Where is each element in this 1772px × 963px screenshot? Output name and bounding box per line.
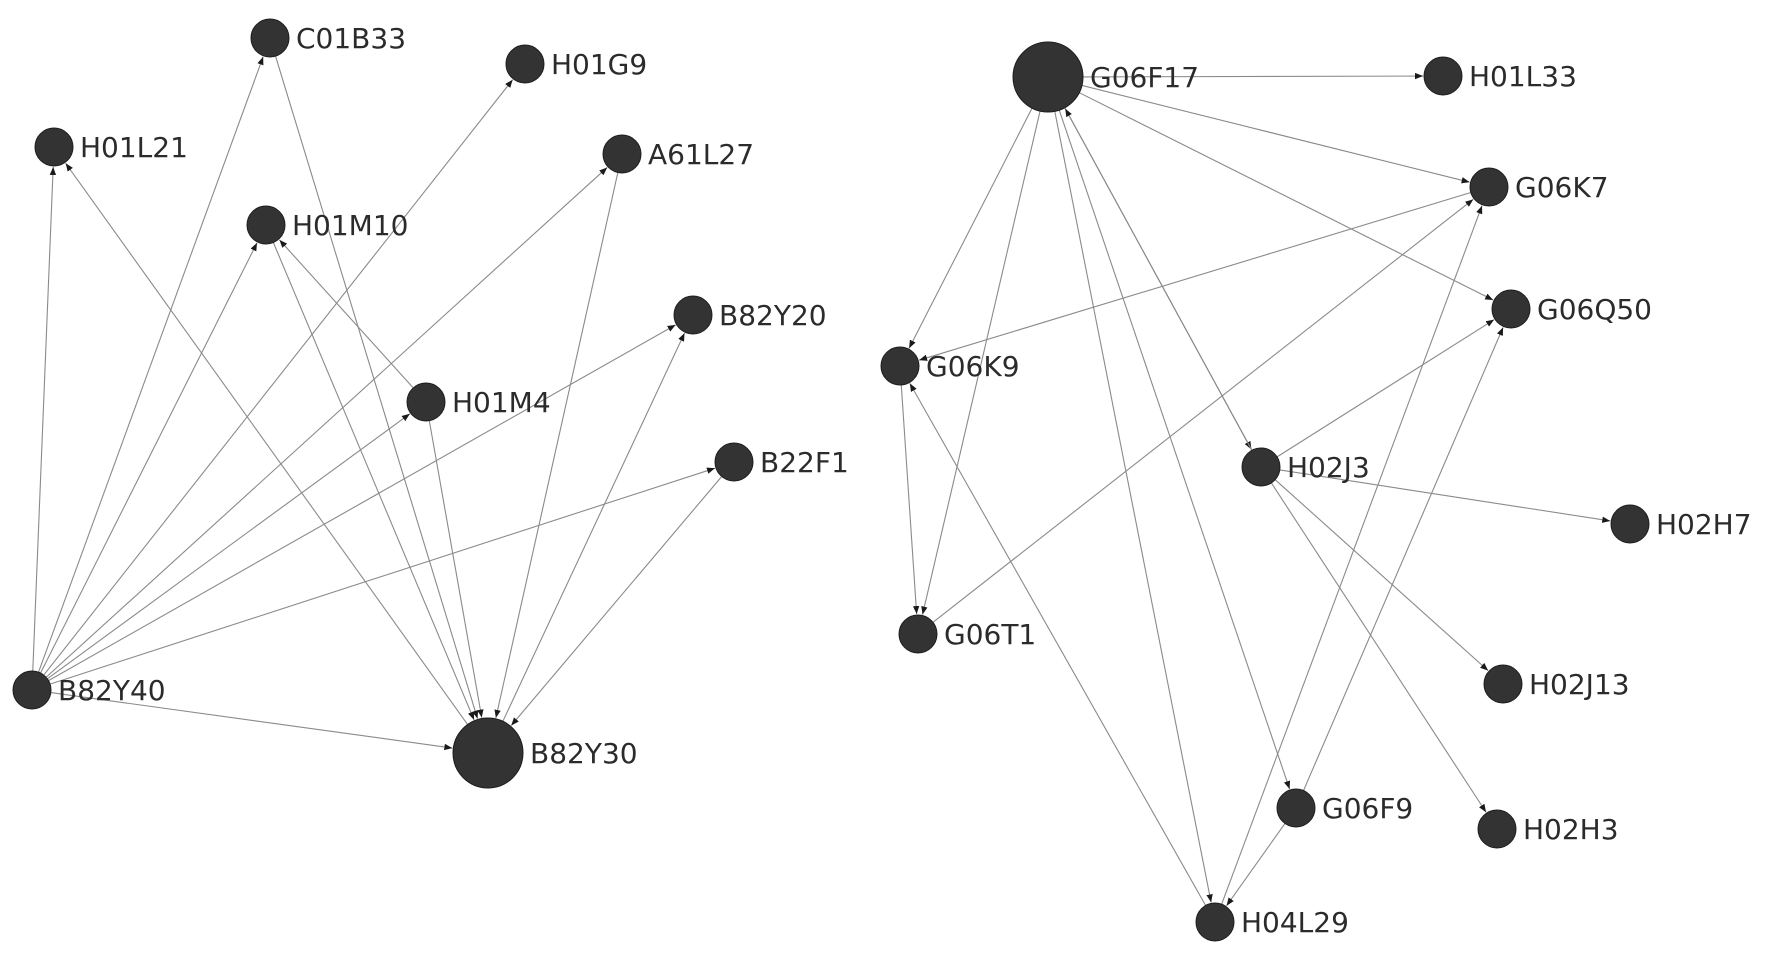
edge-b22f1-to-b82y30 [510, 476, 723, 726]
edge-b82y40-to-b22f1 [49, 467, 716, 685]
node-g06f9[interactable] [1276, 788, 1316, 828]
node-label-g06t1: G06T1 [944, 618, 1036, 651]
edge-h01m10-to-b82y30 [272, 242, 475, 721]
node-h02j13[interactable] [1483, 664, 1523, 704]
edge-b82y40-to-a61l27 [45, 167, 608, 678]
node-h01g9[interactable] [505, 44, 545, 84]
node-h01m10[interactable] [246, 205, 286, 245]
edge-g06f17-to-h04l29 [1054, 111, 1213, 903]
edge-h04l29-to-g06k9 [909, 383, 1207, 906]
node-label-h02j13: H02J13 [1529, 668, 1630, 701]
edge-g06f9-to-h04l29 [1226, 823, 1286, 907]
edge-g06t1-to-g06k7 [932, 198, 1474, 623]
edge-g06f9-to-g06q50 [1303, 327, 1504, 791]
node-b22f1[interactable] [714, 442, 754, 482]
edge-layer [32, 56, 1611, 907]
node-h01l21[interactable] [34, 127, 74, 167]
edge-b82y30-to-b82y20 [502, 332, 686, 722]
node-label-h01m10: H01M10 [292, 209, 408, 242]
node-b82y40[interactable] [12, 670, 52, 710]
edge-b82y40-to-b82y20 [48, 324, 676, 682]
edge-g06f17-to-g06t1 [921, 110, 1041, 615]
node-label-h01g9: H01G9 [551, 48, 647, 81]
node-h04l29[interactable] [1195, 902, 1235, 942]
edge-a61l27-to-b82y30 [494, 172, 619, 718]
edge-g06k9-to-g06t1 [900, 384, 920, 615]
node-h02h7[interactable] [1610, 504, 1650, 544]
edge-h02j3-to-h02h7 [1279, 469, 1611, 523]
node-b82y30[interactable] [452, 717, 524, 789]
node-label-g06q50: G06Q50 [1537, 293, 1652, 326]
edge-b82y40-to-b82y30 [50, 692, 453, 751]
edge-h02j3-to-h02h3 [1270, 482, 1487, 813]
node-g06f17[interactable] [1012, 41, 1084, 113]
edge-b82y40-to-c01b33 [37, 56, 264, 673]
edge-g06f17-to-g06f9 [1058, 109, 1291, 790]
node-label-h02h7: H02H7 [1656, 508, 1752, 541]
node-label-h01m4: H01M4 [452, 386, 551, 419]
edge-b82y40-to-h01m10 [40, 242, 258, 674]
node-g06t1[interactable] [898, 614, 938, 654]
node-c01b33[interactable] [250, 18, 290, 58]
node-label-h01l33: H01L33 [1469, 60, 1577, 93]
edge-h02j3-to-g06q50 [1276, 319, 1495, 458]
node-h02j3[interactable] [1241, 447, 1281, 487]
node-label-b22f1: B22F1 [760, 446, 849, 479]
edge-g06f17-to-g06q50 [1079, 92, 1494, 301]
node-label-g06k7: G06K7 [1515, 171, 1609, 204]
edge-g06f17-to-g06k7 [1081, 84, 1470, 184]
edge-c01b33-to-b82y30 [275, 56, 479, 719]
node-h02h3[interactable] [1477, 809, 1517, 849]
edge-g06k7-to-g06k9 [918, 191, 1471, 361]
edge-g06f17-to-g06k9 [908, 107, 1033, 349]
node-g06k9[interactable] [880, 346, 920, 386]
node-b82y20[interactable] [673, 295, 713, 335]
edge-h02j3-to-g06f17 [1064, 108, 1253, 451]
edge-g06f17-to-h01l33 [1082, 72, 1424, 80]
edge-h01m4-to-b82y30 [428, 420, 484, 718]
node-layer [12, 18, 1650, 942]
node-label-h02j3: H02J3 [1287, 451, 1370, 484]
edge-h01m4-to-h01m10 [279, 239, 414, 389]
node-label-g06k9: G06K9 [926, 350, 1020, 383]
node-label-h02h3: H02H3 [1523, 813, 1619, 846]
node-label-b82y30: B82Y30 [530, 737, 638, 770]
node-h01m4[interactable] [406, 382, 446, 422]
edge-b82y40-to-h01m4 [47, 413, 411, 680]
node-label-b82y20: B82Y20 [719, 299, 827, 332]
node-label-h04l29: H04L29 [1241, 906, 1349, 939]
edge-h04l29-to-g06k7 [1221, 205, 1483, 905]
node-label-a61l27: A61L27 [648, 138, 754, 171]
node-g06q50[interactable] [1491, 289, 1531, 329]
edge-b82y40-to-h01g9 [43, 79, 514, 676]
edge-b82y40-to-h01l21 [32, 166, 57, 672]
node-g06k7[interactable] [1469, 167, 1509, 207]
node-h01l33[interactable] [1423, 56, 1463, 96]
node-label-b82y40: B82Y40 [58, 674, 166, 707]
edge-h02j3-to-h02j13 [1274, 479, 1489, 672]
node-label-g06f17: G06F17 [1090, 61, 1199, 94]
node-label-g06f9: G06F9 [1322, 792, 1413, 825]
node-label-h01l21: H01L21 [80, 131, 188, 164]
node-label-c01b33: C01B33 [296, 22, 406, 55]
node-a61l27[interactable] [602, 134, 642, 174]
edge-b82y30-to-h01l21 [65, 162, 469, 725]
